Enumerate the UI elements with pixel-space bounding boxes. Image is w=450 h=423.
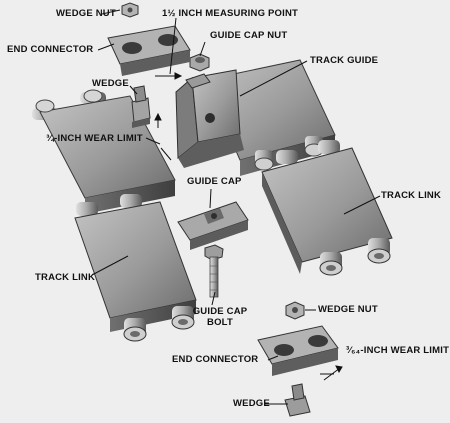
label-wear-limit-bottom: ³⁄₆₄-INCH WEAR LIMIT bbox=[346, 345, 450, 356]
guide-cap-part bbox=[177, 201, 249, 250]
label-end-connector-bottom: END CONNECTOR bbox=[172, 354, 259, 365]
label-wedge-top: WEDGE bbox=[92, 78, 129, 89]
wedge-nut-bottom-part bbox=[285, 301, 305, 320]
guide-cap-nut-part bbox=[189, 53, 210, 72]
label-track-guide: TRACK GUIDE bbox=[310, 55, 379, 66]
label-wedge-nut-top: WEDGE NUT bbox=[56, 8, 116, 19]
label-track-link-left: TRACK LINK bbox=[35, 272, 96, 283]
end-connector-top-part bbox=[107, 25, 191, 76]
end-connector-bottom-part bbox=[257, 325, 339, 376]
measurement-marks bbox=[154, 72, 343, 381]
guide-cap-bolt-part bbox=[204, 244, 224, 298]
label-guide-cap-bolt-line2: BOLT bbox=[207, 317, 233, 328]
track-link-upper-left bbox=[32, 89, 176, 214]
wedge-top-part bbox=[131, 85, 151, 128]
wedge-nut-top-part bbox=[121, 2, 139, 18]
label-wedge-nut-bottom: WEDGE NUT bbox=[318, 304, 378, 315]
label-guide-cap-bolt-line1: GUIDE CAP bbox=[192, 306, 248, 317]
label-guide-cap: GUIDE CAP bbox=[187, 176, 242, 187]
label-wear-limit-top: ¾-INCH WEAR LIMIT bbox=[46, 133, 143, 144]
track-guide-part bbox=[175, 69, 244, 168]
label-end-connector-top: END CONNECTOR bbox=[7, 44, 94, 55]
label-track-link-right: TRACK LINK bbox=[381, 190, 442, 201]
track-link-left-part bbox=[74, 194, 197, 342]
track-link-right-part bbox=[261, 140, 393, 276]
wedge-bottom-part bbox=[284, 383, 311, 417]
label-guide-cap-nut: GUIDE CAP NUT bbox=[210, 30, 288, 41]
label-wedge-bottom: WEDGE bbox=[233, 398, 270, 409]
label-measuring-point: 1½ INCH MEASURING POINT bbox=[162, 8, 299, 19]
